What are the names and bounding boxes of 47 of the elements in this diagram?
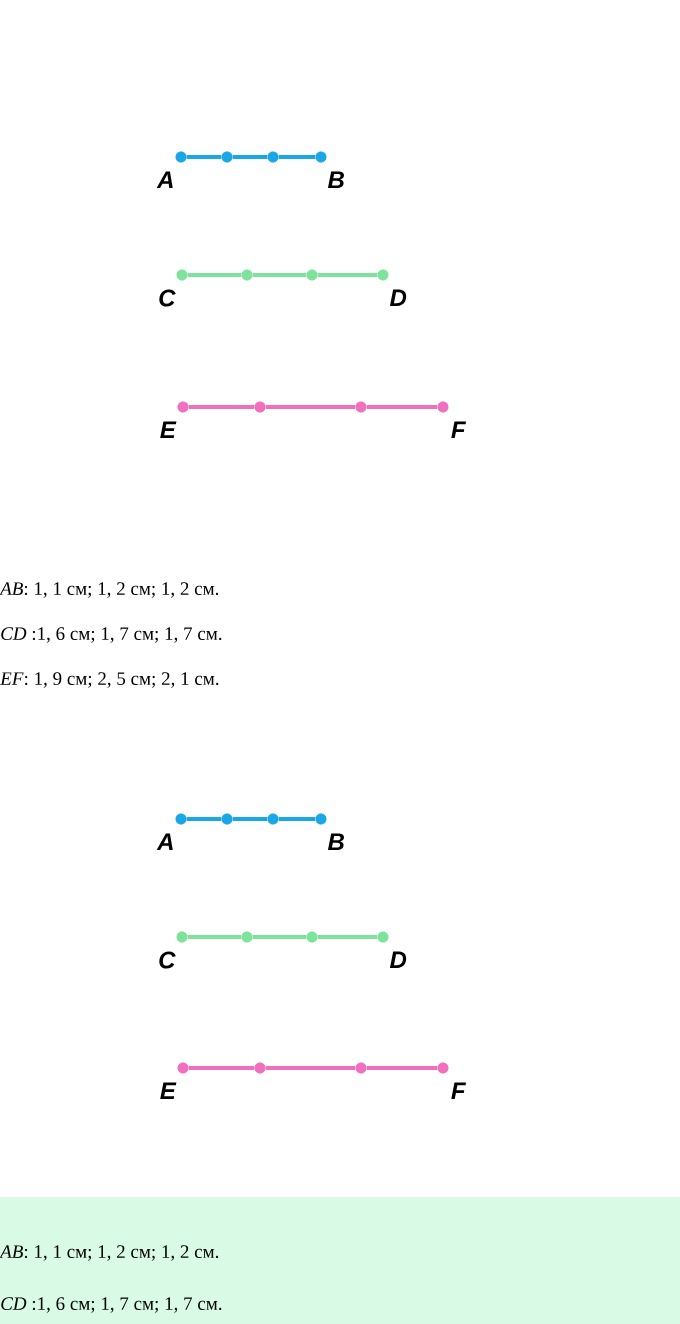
segment [186, 155, 222, 159]
point-label: E [160, 421, 177, 439]
point [254, 401, 266, 413]
segment [265, 405, 356, 409]
point [241, 931, 253, 943]
point [355, 1062, 367, 1074]
point [254, 1062, 266, 1074]
point-label: F [451, 1082, 467, 1100]
segment [278, 155, 316, 159]
point-label: E [160, 1082, 177, 1100]
point-label: B [327, 171, 344, 189]
point [221, 813, 233, 825]
answer-text: CD :1, 6 см; 1, 7 см; 1, 7 см. [1, 627, 222, 643]
point-label: B [327, 833, 344, 851]
segment [317, 273, 378, 277]
answer-text: AB: 1, 1 см; 1, 2 см; 1, 2 см. [0, 1245, 219, 1261]
point-label: A [156, 833, 173, 851]
point-label: C [159, 951, 176, 969]
segment [232, 155, 268, 159]
point-label: D [389, 289, 407, 307]
point [306, 931, 318, 943]
segment [366, 405, 438, 409]
segment [187, 935, 242, 939]
answer-text: CD :1, 6 см; 1, 7 см; 1, 7 см. [1, 1297, 222, 1313]
segment [188, 405, 255, 409]
point [355, 401, 367, 413]
segment [252, 935, 307, 939]
segment [278, 817, 316, 821]
segment [232, 817, 268, 821]
point [221, 151, 233, 163]
answer-text: AB: 1, 1 см; 1, 2 см; 1, 2 см. [0, 582, 219, 598]
point-label: C [159, 289, 176, 307]
segment [265, 1066, 356, 1070]
segment [252, 273, 307, 277]
point-label: A [156, 171, 173, 189]
point [241, 269, 253, 281]
segment [186, 817, 222, 821]
point-label: F [451, 421, 467, 439]
point [306, 269, 318, 281]
segment [366, 1066, 438, 1070]
point [267, 151, 279, 163]
point-label: D [389, 951, 407, 969]
segment [188, 1066, 255, 1070]
answer-text: EF: 1, 9 см; 2, 5 см; 2, 1 см. [0, 672, 219, 688]
point [267, 813, 279, 825]
segment [317, 935, 378, 939]
segment [187, 273, 242, 277]
